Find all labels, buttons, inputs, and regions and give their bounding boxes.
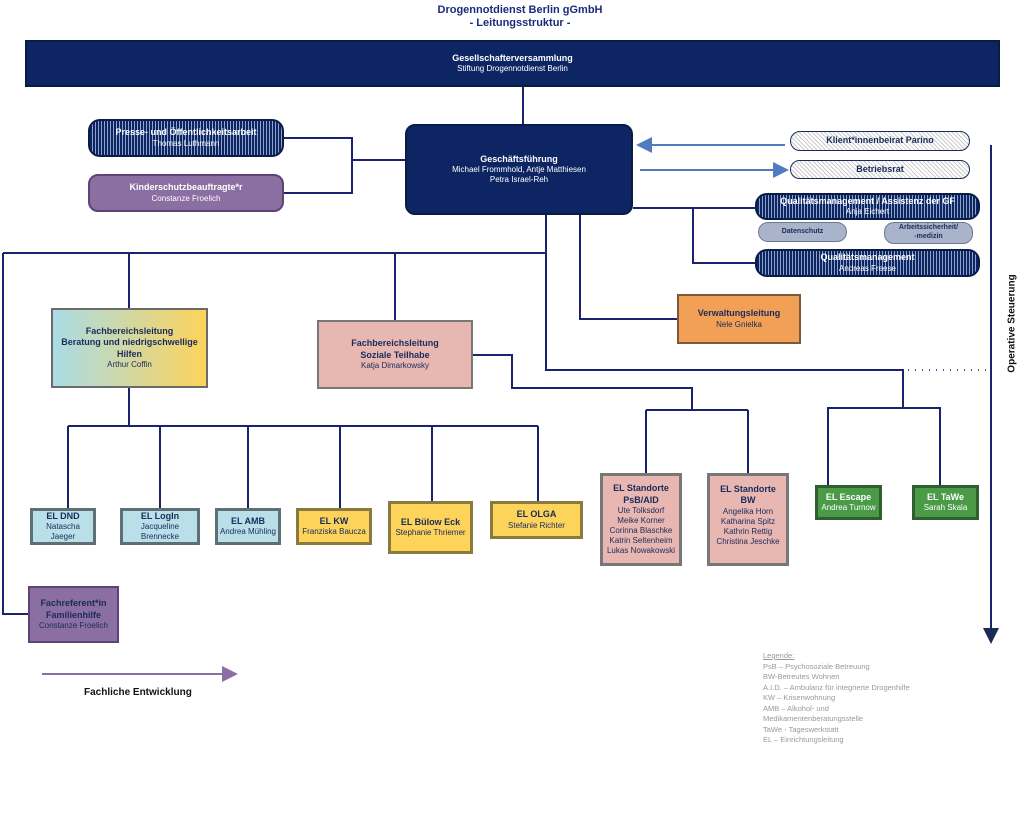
datenschutz-box: Datenschutz <box>758 222 847 242</box>
klientbeirat-box: Klient*innenbeirat Parino <box>790 131 970 151</box>
legend-item: EL – Einrichtungsleitung <box>763 735 844 744</box>
legend-title: Legende: <box>763 651 795 660</box>
operative-steuerung-label: Operative Steuerung <box>1006 274 1018 373</box>
legend-item: Medikamentenberatungsstelle <box>763 714 864 723</box>
chart-subtitle: - Leitungsstruktur - <box>469 17 571 29</box>
legend-item: AMB – Alkohol- und <box>763 703 829 713</box>
legend-item: TaWe - Tageswerkstatt <box>763 724 839 734</box>
legend-item: PsB – Psychosoziale Betreuung <box>763 661 870 671</box>
legend-item: KW – Krisenwohnung <box>763 693 836 702</box>
betriebsrat-box: Betriebsrat <box>790 160 970 179</box>
legend-item: A.I.D. – Ambulanz für integrierte Drogen… <box>763 682 910 692</box>
arbeitssicherheit-box: Arbeitssicherheit/-medizin <box>884 222 973 244</box>
fachliche-entwicklung-label: Fachliche Entwicklung <box>84 687 192 698</box>
chart-title: Drogennotdienst Berlin gGmbH <box>437 4 603 16</box>
legend-item: BW-Betreutes Wohnen <box>763 672 840 681</box>
legend: Legende: PsB – Psychosoziale Betreuung B… <box>763 651 910 746</box>
